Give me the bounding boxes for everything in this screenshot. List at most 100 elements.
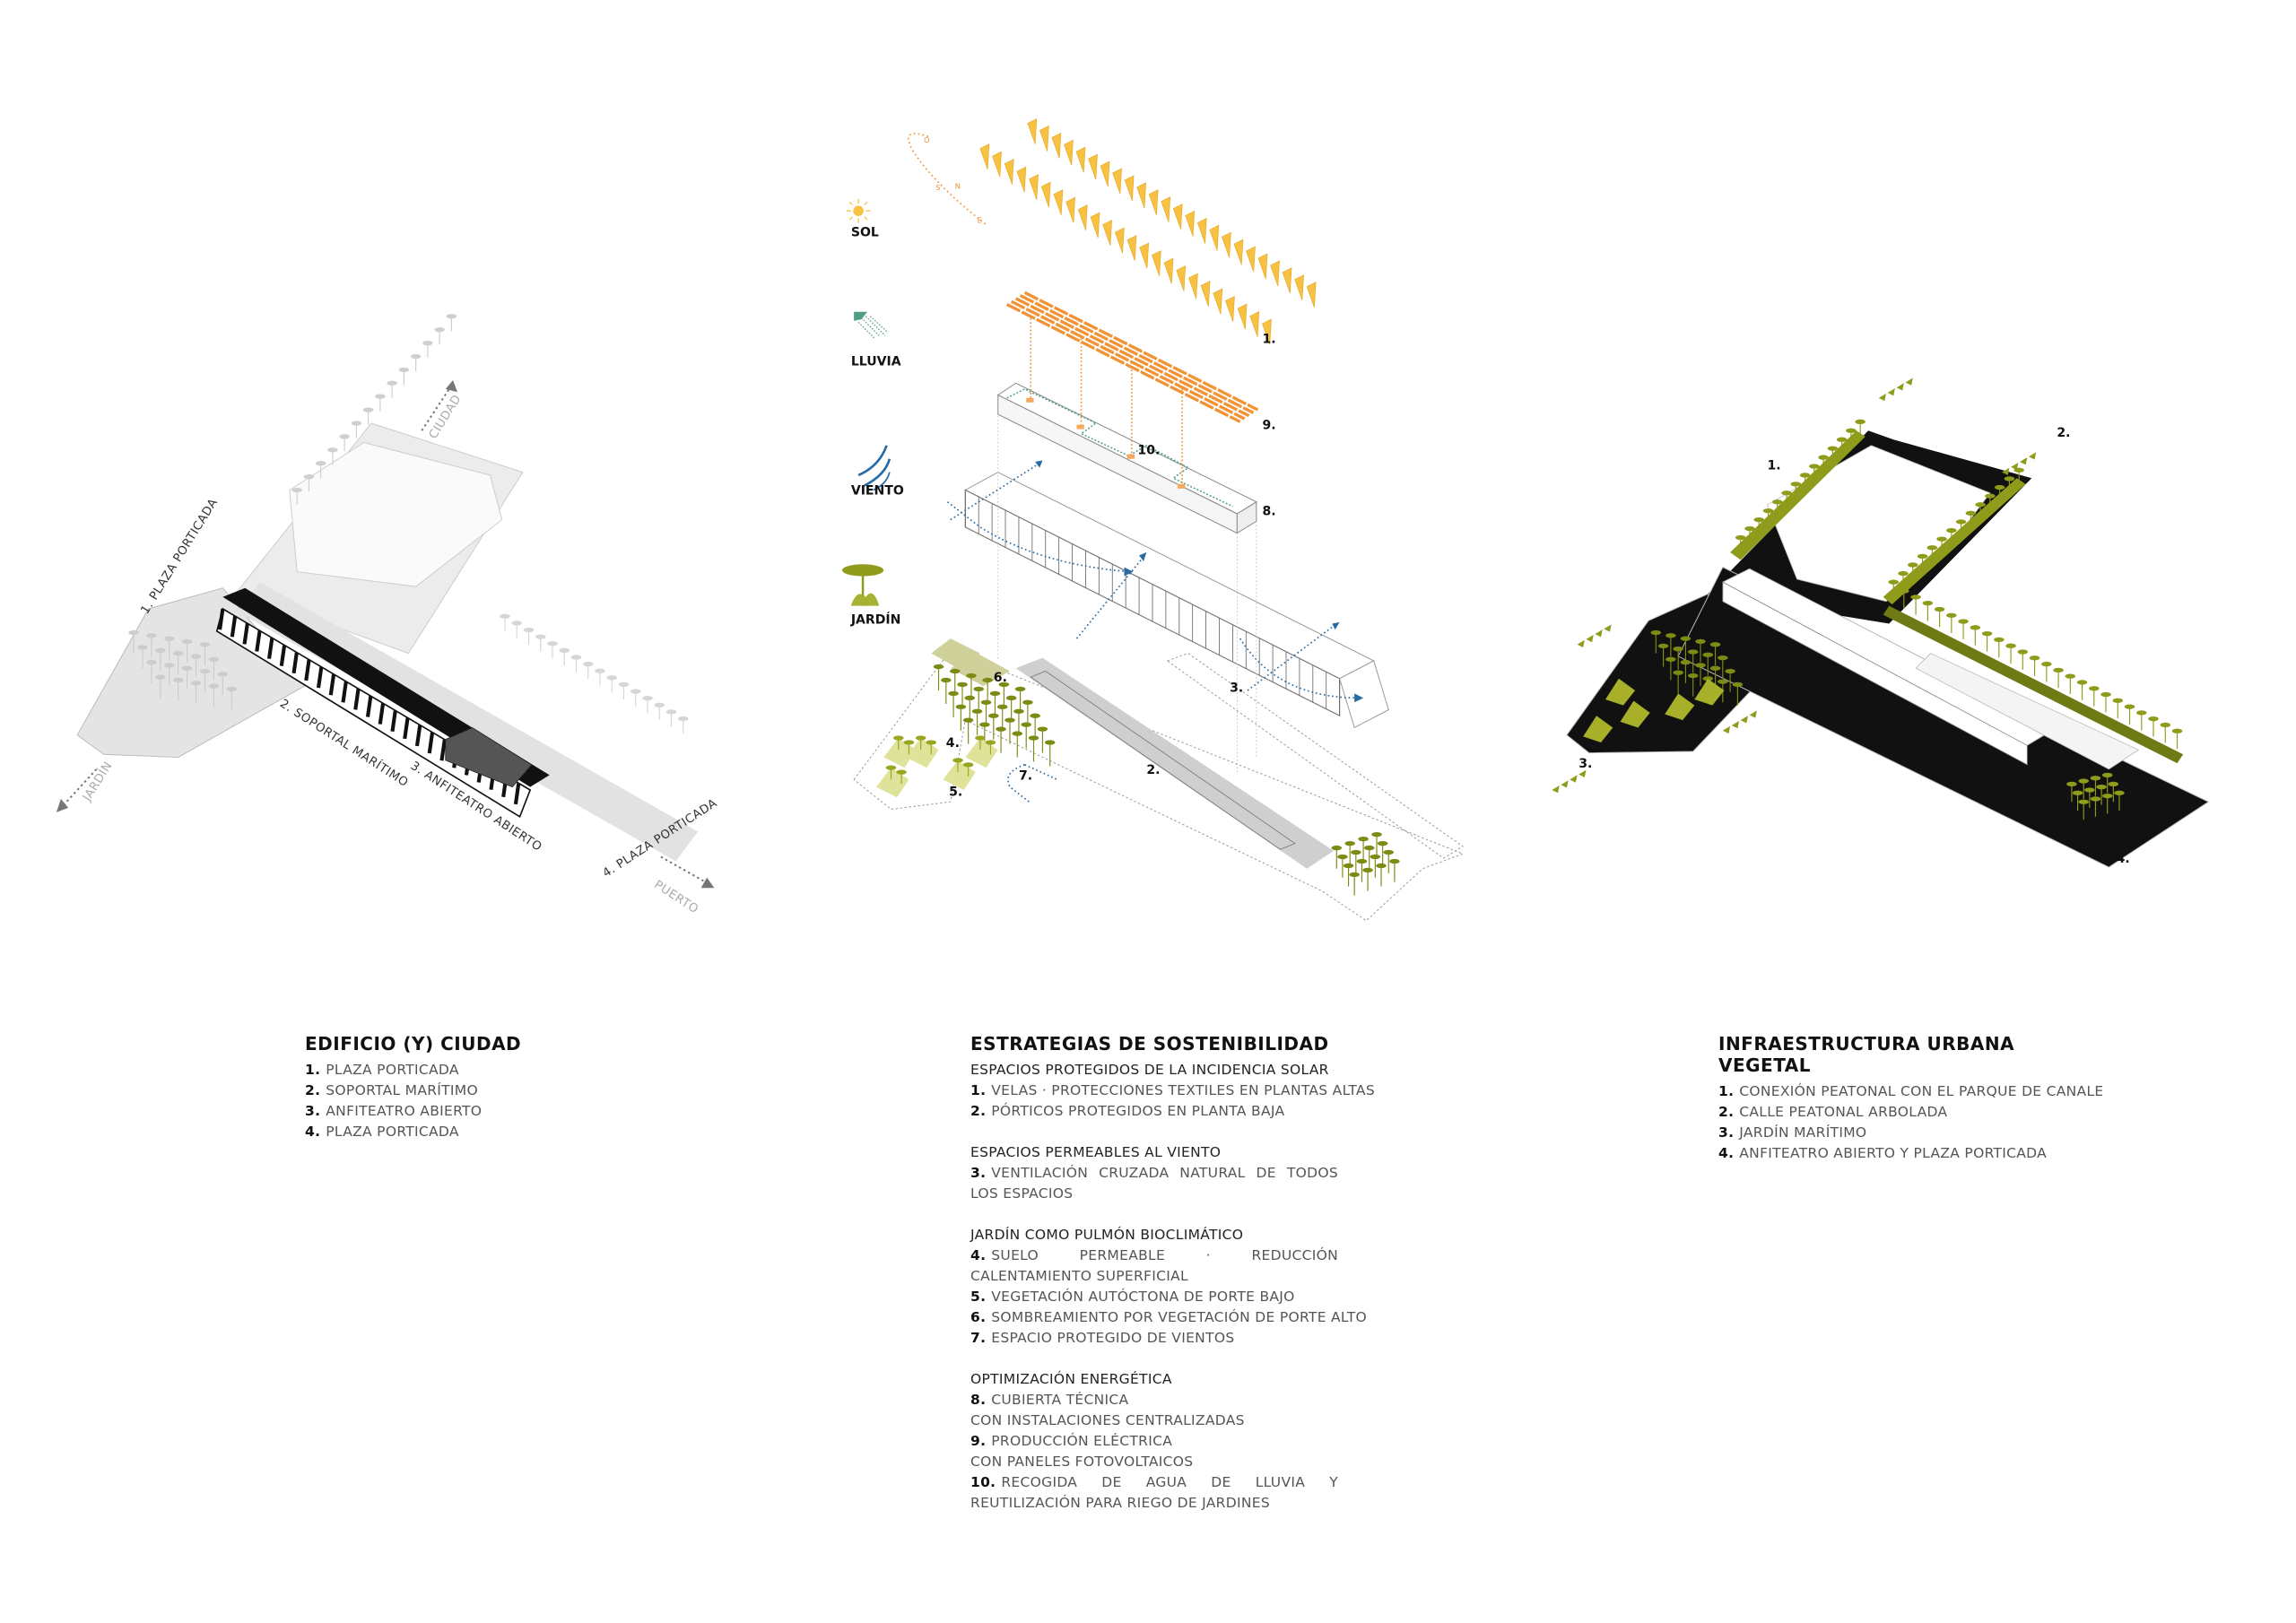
tree-canopy — [208, 656, 220, 662]
tree-canopy — [933, 664, 944, 670]
sail — [1249, 311, 1260, 337]
tree-canopy — [642, 696, 653, 701]
sail — [1196, 217, 1207, 244]
tree-canopy — [1695, 638, 1706, 645]
sail — [1090, 212, 1100, 239]
sail — [1306, 282, 1317, 308]
wind-arrow-heads — [1035, 460, 1364, 703]
planting-bed — [1665, 693, 1695, 721]
sail — [1161, 196, 1171, 222]
tree-canopy — [1955, 519, 1967, 525]
sail — [1136, 182, 1146, 209]
tree-canopy — [1028, 735, 1039, 741]
portico-column — [403, 717, 410, 740]
compass-o: O — [924, 135, 930, 144]
photovoltaic-panels — [1005, 291, 1259, 423]
panel-connection-lines — [1030, 315, 1183, 488]
sail — [1039, 125, 1049, 152]
low-vegetation-patch — [943, 759, 976, 790]
tree-canopy — [500, 613, 510, 619]
sail — [1065, 196, 1075, 223]
tree-canopy — [217, 672, 229, 677]
tree-canopy — [190, 654, 202, 659]
sail — [1270, 260, 1280, 287]
tree-canopy — [155, 647, 166, 653]
wind-triangle — [2011, 462, 2019, 471]
sail — [1148, 189, 1159, 215]
tree-canopy — [989, 690, 1001, 697]
tree-canopy — [2108, 781, 2119, 787]
list-item: 8.CUBIERTA TÉCNICA — [970, 1392, 1129, 1408]
portico-column — [365, 696, 373, 717]
tree-canopy — [1376, 863, 1387, 869]
tree-canopy — [1650, 629, 1662, 636]
sail — [1075, 146, 1086, 173]
tree-canopy — [1344, 840, 1355, 846]
list-item: 6.SOMBREAMIENTO POR VEGETACIÓN DE PORTE … — [970, 1309, 1367, 1325]
list-item: 4.SUELO PERMEABLE · REDUCCIÓN CALENTAMIE… — [970, 1247, 1338, 1284]
tree-canopy — [1356, 858, 1368, 864]
list-item-continued: CON PANELES FOTOVOLTAICOS — [970, 1454, 1194, 1470]
compass-e: E — [978, 215, 982, 224]
city-blocks — [289, 441, 503, 587]
tree-canopy — [1985, 493, 1996, 499]
tree-canopy — [1936, 536, 1947, 542]
tree-canopy — [1680, 659, 1692, 665]
tree-canopy — [1917, 553, 1928, 560]
tree-canopy — [987, 713, 999, 718]
tree-canopy — [1907, 562, 1918, 568]
tree-canopy — [146, 633, 157, 638]
water-tanks — [1026, 397, 1186, 489]
tree-canopy — [1946, 612, 1957, 618]
tree-canopy — [1687, 649, 1699, 655]
arrow-puerto — [660, 855, 707, 883]
tree-canopy — [973, 686, 985, 692]
sail — [1237, 303, 1248, 330]
list-item: 7.ESPACIO PROTEGIDO DE VIENTOS — [970, 1330, 1235, 1346]
label-r1: 1. — [1768, 458, 1781, 473]
arrow-ciudad — [421, 382, 454, 431]
tree-canopy — [2124, 704, 2135, 709]
tree-canopy — [1846, 428, 1857, 433]
tree-canopy — [2112, 698, 2124, 703]
sail — [1222, 231, 1231, 258]
list-item: 3.ANFITEATRO ABIERTO — [305, 1103, 483, 1119]
compass-n: N — [955, 181, 961, 190]
label-6: 6. — [994, 671, 1007, 685]
wind-triangle — [1578, 769, 1587, 777]
tree-canopy — [1702, 652, 1714, 657]
planter-street — [1883, 605, 2184, 764]
edificio-ciudad-axonometric: 1. PLAZA PORTICADA 2. SOPORTAL MARÍTIMO … — [56, 314, 720, 916]
sail — [1004, 159, 1014, 185]
building-facade-white — [1722, 581, 2028, 766]
tree-canopy — [1044, 740, 1056, 745]
sail — [1151, 250, 1161, 276]
tree-canopy — [523, 627, 535, 633]
tree-canopy — [181, 638, 193, 645]
tree-canopy — [941, 677, 952, 683]
list-item: 4.ANFITEATRO ABIERTO Y PLAZA PORTICADA — [1718, 1145, 2048, 1161]
tree-canopy — [1349, 872, 1360, 878]
tree-canopy — [1389, 858, 1400, 864]
wind-triangle — [1561, 780, 1569, 788]
tree-canopy — [1799, 473, 1811, 478]
portico-column — [230, 615, 238, 638]
sail — [1282, 267, 1292, 294]
tree-canopy — [1898, 570, 1909, 577]
tree-canopy — [949, 668, 961, 674]
legend-jardin: JARDÍN — [850, 612, 901, 628]
sail — [1053, 189, 1064, 215]
portico-column — [390, 710, 397, 733]
tree-canopy — [137, 645, 148, 650]
pv-panel-row — [1019, 294, 1255, 414]
sail — [1188, 273, 1198, 299]
label-r3: 3. — [1578, 757, 1592, 771]
portico-column — [316, 666, 324, 689]
tree-canopy — [2078, 799, 2090, 804]
tree-canopy — [1351, 849, 1361, 855]
ground-outline-right — [1166, 653, 1464, 859]
tree-canopy — [2076, 680, 2088, 685]
planting-bed — [1620, 700, 1650, 728]
tree-canopy — [570, 655, 582, 660]
sail — [1100, 161, 1110, 187]
